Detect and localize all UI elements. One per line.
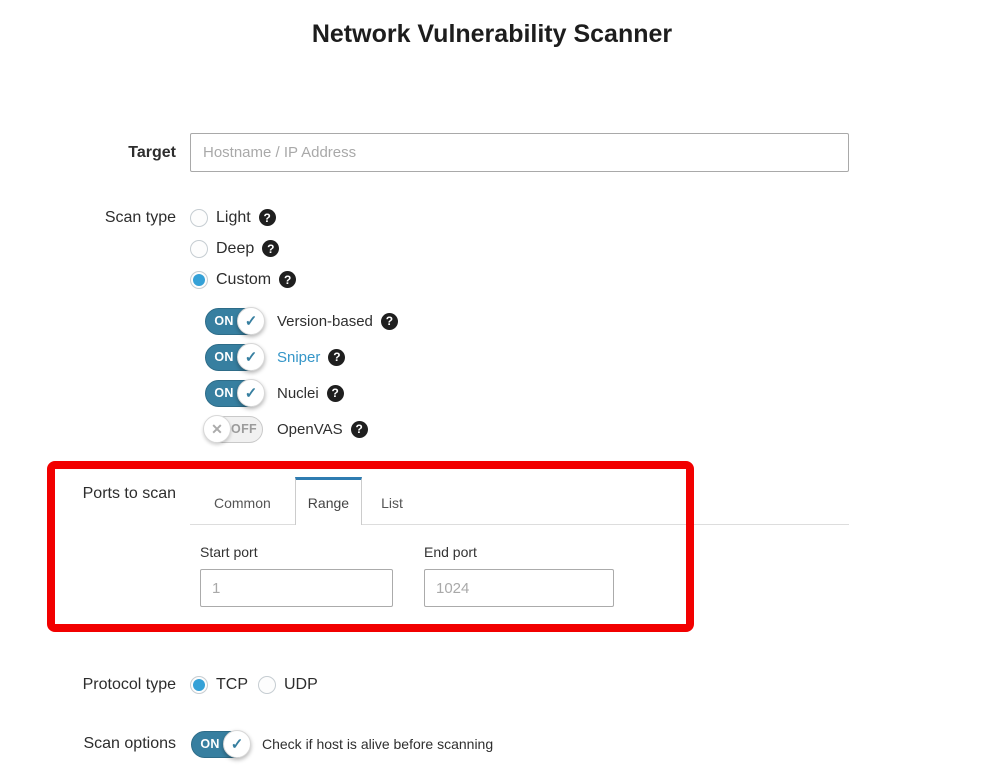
page-title: Network Vulnerability Scanner	[311, 20, 673, 48]
radio-custom-label: Custom	[216, 270, 272, 288]
start-port-input[interactable]	[200, 569, 393, 607]
help-icon[interactable]: ?	[328, 348, 346, 366]
target-input[interactable]	[190, 133, 849, 172]
radio-tcp[interactable]	[190, 676, 208, 694]
toggle-state-label: ON	[214, 350, 234, 364]
radio-tcp-label: TCP	[216, 676, 248, 693]
openvas-label: OpenVAS	[277, 420, 343, 438]
custom-tools-toggles: ON ✓ Version-based ? ON ✓ Sniper ? ON ✓ …	[203, 303, 398, 447]
tab-common[interactable]: Common	[214, 495, 271, 511]
ports-to-scan-row: Ports to scan	[0, 478, 176, 510]
toggle-row-openvas: ✕ OFF OpenVAS ?	[203, 411, 398, 447]
sniper-label[interactable]: Sniper	[277, 348, 321, 366]
target-row: Target	[0, 133, 849, 172]
toggle-row-version-based: ON ✓ Version-based ?	[205, 303, 398, 339]
toggle-state-label: OFF	[231, 422, 257, 436]
check-icon: ✓	[237, 379, 265, 407]
target-label: Target	[128, 144, 176, 161]
nuclei-label: Nuclei	[277, 384, 319, 402]
end-port-field: End port	[424, 544, 614, 607]
protocol-type-label: Protocol type	[82, 676, 176, 693]
ports-tabs: Common Range List	[190, 477, 849, 525]
radio-light[interactable]	[190, 208, 208, 227]
radio-udp-label: UDP	[284, 676, 318, 693]
start-port-label: Start port	[200, 544, 258, 560]
host-alive-text: Check if host is alive before scanning	[262, 736, 494, 752]
radio-udp[interactable]	[258, 676, 276, 694]
version-based-label: Version-based	[277, 312, 373, 330]
openvas-toggle[interactable]: ✕ OFF	[203, 415, 263, 443]
help-icon[interactable]: ?	[279, 271, 297, 288]
check-icon: ✓	[237, 307, 265, 335]
toggle-row-nuclei: ON ✓ Nuclei ?	[205, 375, 398, 411]
radio-deep[interactable]	[190, 239, 208, 258]
toggle-state-label: ON	[214, 314, 234, 328]
protocol-options: TCP UDP	[190, 674, 328, 696]
radio-custom[interactable]	[190, 270, 208, 289]
scan-options-row: Scan options ON ✓ Check if host is alive…	[0, 727, 493, 761]
cross-icon: ✕	[203, 415, 231, 443]
help-icon[interactable]: ?	[258, 209, 276, 226]
scan-type-label: Scan type	[104, 209, 176, 226]
start-port-field: Start port	[200, 544, 393, 607]
scan-options-control: ON ✓ Check if host is alive before scann…	[191, 727, 493, 761]
scan-type-option-custom[interactable]: Custom ?	[190, 264, 297, 295]
tab-list[interactable]: List	[381, 495, 403, 511]
toggle-state-label: ON	[214, 386, 234, 400]
ports-to-scan-label: Ports to scan	[82, 485, 176, 502]
help-icon[interactable]: ?	[380, 312, 398, 330]
nuclei-toggle[interactable]: ON ✓	[205, 379, 265, 407]
scan-type-row: Scan type Light ? Deep ? Custom ?	[0, 202, 297, 295]
end-port-label: End port	[424, 544, 477, 560]
host-alive-toggle[interactable]: ON ✓	[191, 730, 251, 758]
radio-deep-label: Deep	[216, 239, 255, 257]
scan-type-option-light[interactable]: Light ?	[190, 202, 296, 233]
check-icon: ✓	[223, 730, 251, 758]
help-icon[interactable]: ?	[350, 420, 368, 438]
scan-options-label: Scan options	[83, 735, 176, 752]
radio-light-label: Light	[216, 208, 251, 226]
protocol-option-udp[interactable]: UDP	[258, 676, 328, 694]
tab-range[interactable]: Range	[294, 477, 363, 525]
scan-type-options: Light ? Deep ? Custom ?	[190, 202, 297, 295]
toggle-state-label: ON	[200, 737, 220, 751]
end-port-input[interactable]	[424, 569, 614, 607]
check-icon: ✓	[237, 343, 265, 371]
help-icon[interactable]: ?	[262, 240, 280, 257]
version-based-toggle[interactable]: ON ✓	[205, 307, 265, 335]
protocol-type-row: Protocol type TCP UDP	[0, 674, 328, 696]
sniper-toggle[interactable]: ON ✓	[205, 343, 265, 371]
protocol-option-tcp[interactable]: TCP	[190, 676, 258, 694]
scan-type-option-deep[interactable]: Deep ?	[190, 233, 296, 264]
toggle-row-sniper: ON ✓ Sniper ?	[205, 339, 398, 375]
help-icon[interactable]: ?	[326, 384, 344, 402]
